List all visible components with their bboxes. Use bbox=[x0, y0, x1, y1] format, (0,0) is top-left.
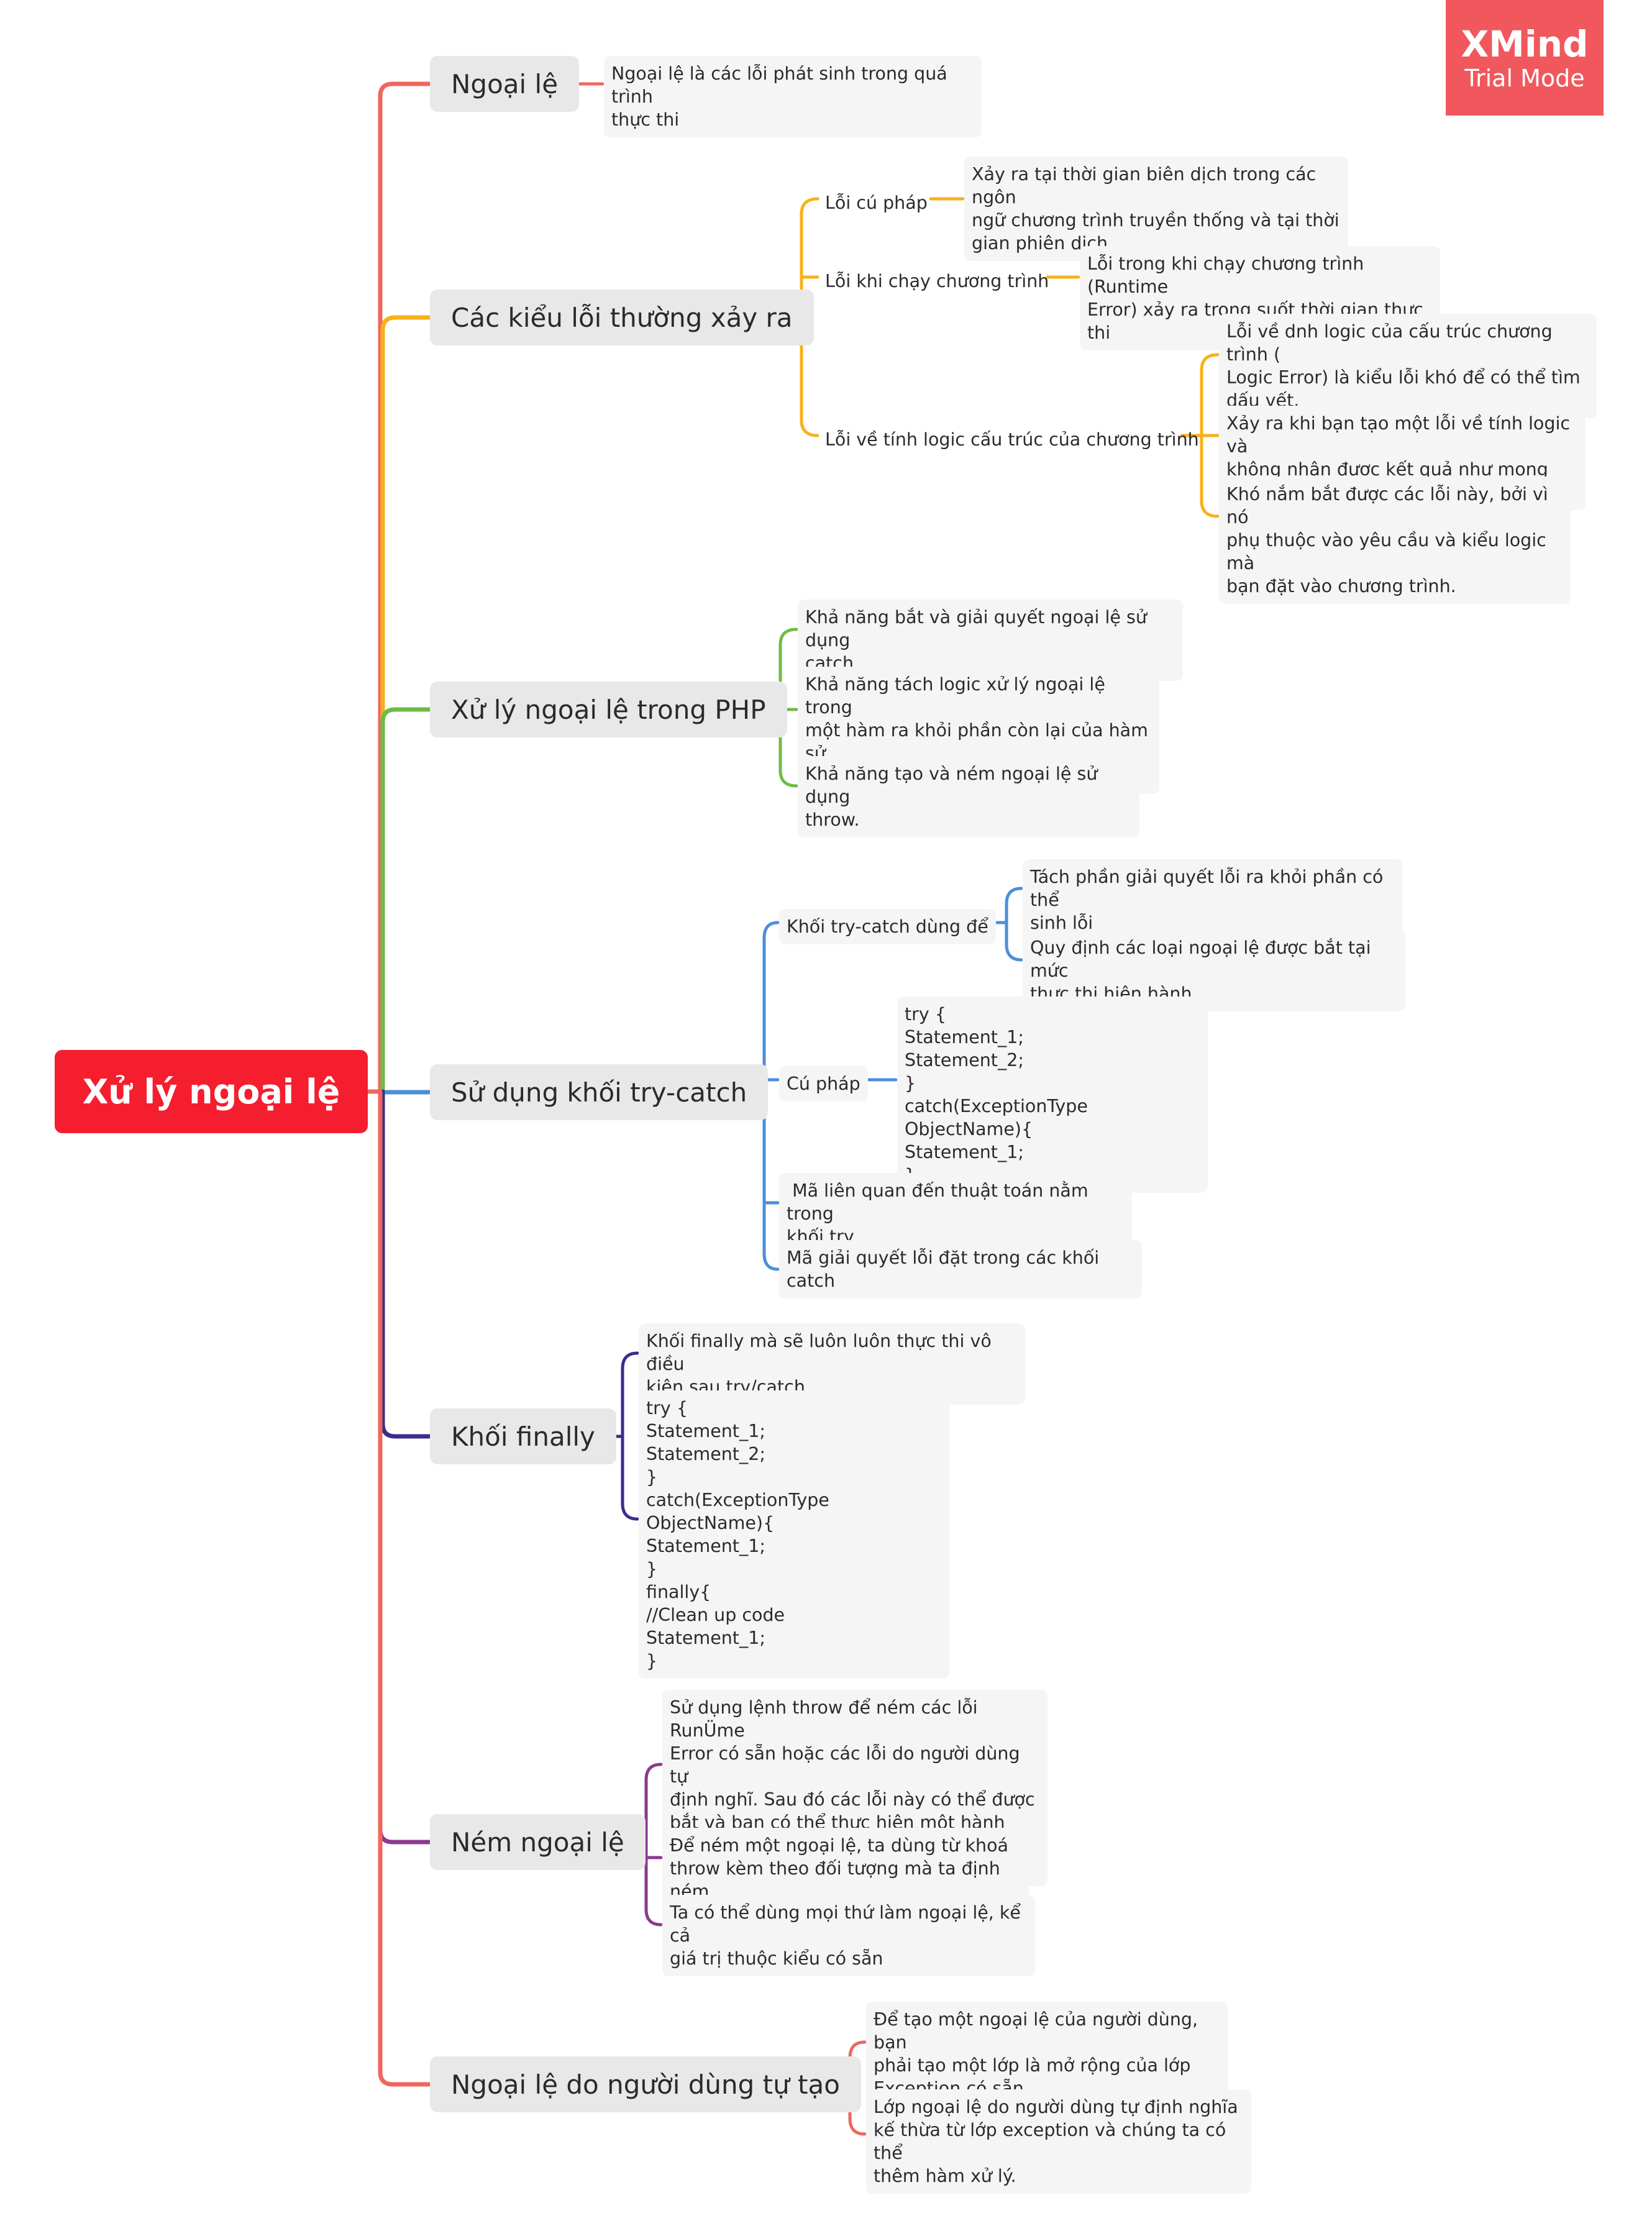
watermark-title: XMind bbox=[1461, 23, 1589, 65]
subtopic-loi-cu-phap[interactable]: Lỗi cú pháp bbox=[825, 193, 928, 213]
note-finally-code: try { Statement_1; Statement_2; } catch(… bbox=[639, 1390, 949, 1679]
subtopic-loi-logic[interactable]: Lỗi về tính logic cấu trúc của chương tr… bbox=[825, 429, 1199, 450]
note-throw-anything: Ta có thể dùng mọi thứ làm ngoại lệ, kể … bbox=[662, 1895, 1035, 1976]
note-loi-cu-phap: Xảy ra tại thời gian biên dịch trong các… bbox=[964, 157, 1348, 261]
topic-ngoai-le-tu-tao[interactable]: Ngoại lệ do người dùng tự tạo bbox=[430, 2056, 861, 2112]
topic-ngoai-le[interactable]: Ngoại lệ bbox=[430, 56, 580, 112]
topic-khoi-try-catch[interactable]: Sử dụng khối try-catch bbox=[430, 1064, 769, 1120]
note-custom-create: Để tạo một ngoại lệ của người dùng, bạn … bbox=[866, 2002, 1228, 2106]
topic-cac-kieu-loi[interactable]: Các kiểu lỗi thường xảy ra bbox=[430, 290, 814, 345]
note-custom-inherit: Lớp ngoại lệ do người dùng tự định nghĩa… bbox=[866, 2089, 1251, 2194]
topic-khoi-finally[interactable]: Khối finally bbox=[430, 1408, 616, 1464]
subtopic-loi-khi-chay[interactable]: Lỗi khi chạy chương trình bbox=[825, 271, 1049, 291]
topic-xu-ly-ngoai-le-php[interactable]: Xử lý ngoại lệ trong PHP bbox=[430, 682, 787, 737]
connector-cac-kieu-loi bbox=[380, 315, 432, 1094]
connector-dung-de-trunk bbox=[1005, 887, 1023, 962]
connector-nem-trunk bbox=[644, 1763, 663, 1927]
subtopic-try-catch-dung-de[interactable]: Khối try-catch dùng để bbox=[779, 909, 996, 944]
topic-nem-ngoai-le[interactable]: Ném ngoại lệ bbox=[430, 1814, 646, 1870]
note-php-throw: Khả năng tạo và ném ngoại lệ sử dụng thr… bbox=[798, 756, 1139, 837]
xmind-trial-watermark: XMind Trial Mode bbox=[1446, 0, 1604, 116]
note-cu-phap-code: try { Statement_1; Statement_2; } catch(… bbox=[897, 997, 1208, 1193]
connector-php bbox=[380, 707, 432, 1094]
connector-ngoai-le bbox=[378, 81, 432, 1094]
connector-finally-trunk bbox=[621, 1351, 639, 1521]
note-try-catch-tach: Tách phần giải quyết lỗi ra khỏi phần có… bbox=[1023, 859, 1403, 941]
root-topic[interactable]: Xử lý ngoại lệ bbox=[55, 1050, 368, 1133]
connector-finally bbox=[380, 1089, 432, 1439]
connector-tu-tao bbox=[378, 1089, 432, 2087]
note-ma-giai-quyet-loi: Mã giải quyết lỗi đặt trong các khối cat… bbox=[779, 1240, 1142, 1298]
note-ngoai-le-definition: Ngoại lệ là các lỗi phát sinh trong quá … bbox=[604, 56, 982, 137]
note-loi-logic-1: Lỗi về dnh logic của cấu trúc chương trì… bbox=[1219, 314, 1597, 418]
watermark-mode: Trial Mode bbox=[1464, 65, 1585, 92]
subtopic-cu-phap[interactable]: Cú pháp bbox=[779, 1066, 868, 1102]
connector-nem bbox=[378, 1089, 432, 1845]
note-loi-logic-3: Khó nắm bắt được các lỗi này, bởi vì nó … bbox=[1219, 477, 1571, 604]
